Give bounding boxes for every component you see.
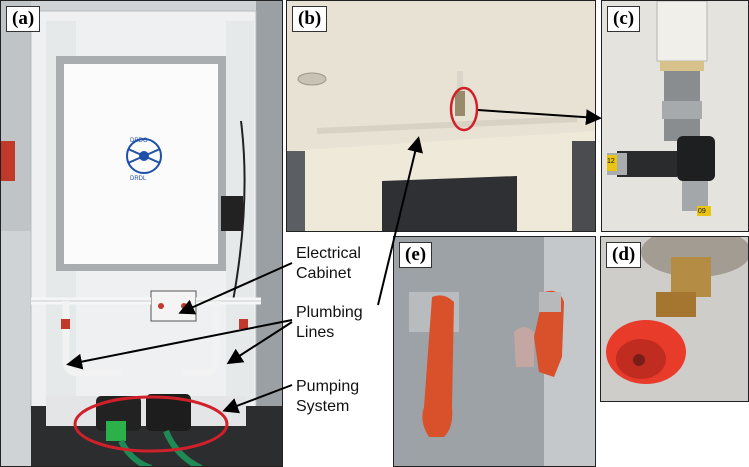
label-pumping-line2: System: [296, 398, 350, 415]
panel-d-tag: (d): [606, 242, 642, 268]
panel-b: (b): [286, 0, 596, 232]
fitting-mark-12: 12: [607, 158, 615, 165]
panel-e-photo: [394, 237, 595, 466]
panel-e-tag: (e): [399, 242, 433, 268]
fitting-mark-09: 09: [698, 208, 706, 215]
label-electrical-line1: Electrical: [296, 245, 361, 262]
panel-c-tag: (c): [607, 6, 641, 32]
panel-c-photo: [602, 1, 748, 231]
panel-a: (a) DRD: [0, 0, 283, 467]
label-pumping-line1: Pumping: [296, 378, 360, 395]
panel-a-photo: [1, 1, 282, 466]
label-electrical-line2: Cabinet: [296, 265, 352, 282]
panel-d: (d): [600, 236, 749, 402]
panel-b-photo: [287, 1, 595, 231]
panel-e: (e): [393, 236, 596, 467]
panel-b-tag: (b): [292, 6, 328, 32]
label-plumbing-line2: Lines: [296, 324, 335, 341]
label-plumbing-line1: Plumbing: [296, 304, 363, 321]
logo-bottom-text: DRDL: [130, 176, 147, 182]
panel-c: (c) 12 09: [601, 0, 749, 232]
logo-top-text: DRDO: [130, 138, 148, 144]
panel-a-tag: (a): [6, 6, 41, 32]
